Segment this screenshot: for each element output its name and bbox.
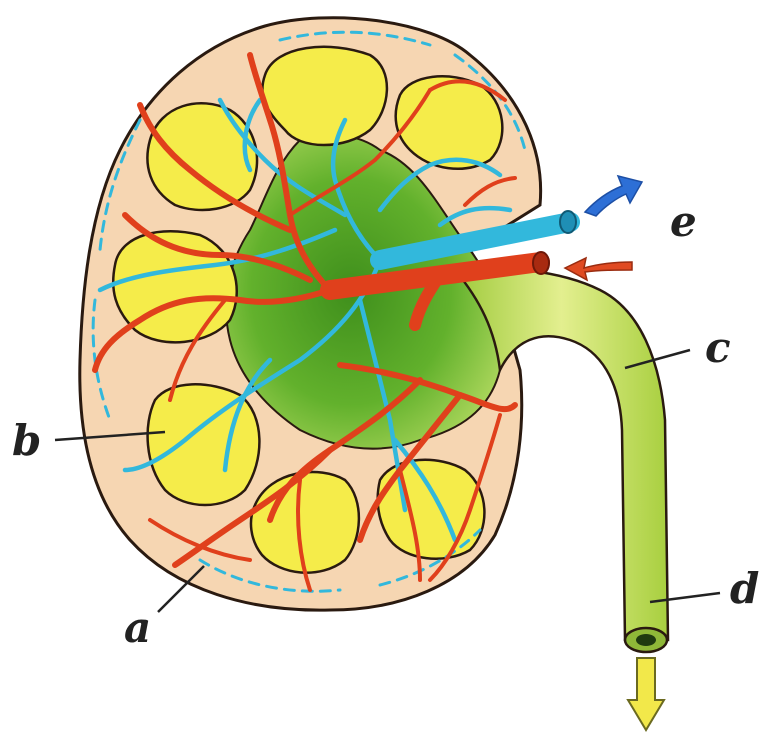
- blood-in-arrow: [565, 258, 632, 280]
- renal-artery-opening: [533, 252, 549, 274]
- label-b: b: [12, 416, 41, 465]
- blood-out-arrow: [585, 176, 642, 216]
- label-e: e: [670, 197, 697, 246]
- urine-arrow: [628, 658, 664, 730]
- label-d: d: [730, 564, 759, 613]
- ureter-lumen: [636, 634, 656, 646]
- renal-pyramid: [251, 472, 359, 573]
- renal-pyramid: [147, 103, 257, 210]
- label-a: a: [124, 603, 151, 652]
- renal-vein-opening: [560, 211, 576, 233]
- label-c: c: [705, 323, 731, 372]
